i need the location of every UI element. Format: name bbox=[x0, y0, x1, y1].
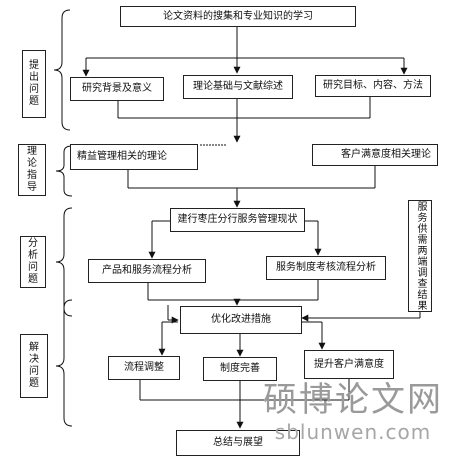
node-current-status: 建行枣庄分行服务管理现状 bbox=[170, 208, 305, 232]
node-product-flow: 产品和服务流程分析 bbox=[88, 259, 206, 283]
node-improvement-measures: 优化改进措施 bbox=[180, 306, 302, 334]
node-system-flow: 服务制度考核流程分析 bbox=[266, 256, 386, 280]
stage-label-propose: 提出问题 bbox=[22, 50, 46, 118]
node-theory-review: 理论基础与文献综述 bbox=[183, 75, 293, 99]
stage-label-theory: 理论指导 bbox=[18, 144, 46, 196]
node-lean-theory: 精益管理相关的理论 bbox=[70, 144, 198, 170]
watermark-title: 硕博论文网 bbox=[263, 380, 443, 420]
node-raise-satisfaction: 提升客户满意度 bbox=[304, 350, 394, 379]
stage-label-solve: 解决问题 bbox=[20, 334, 48, 398]
watermark-url: sblunwen.com bbox=[274, 420, 432, 444]
watermark: 硕博论文网 sblunwen.com bbox=[258, 380, 448, 444]
node-research-background: 研究背景及意义 bbox=[70, 77, 164, 101]
node-process-adjust: 流程调整 bbox=[108, 356, 180, 380]
node-system-improve: 制度完善 bbox=[203, 357, 277, 381]
brace-stage-2 bbox=[55, 145, 73, 197]
stage-label-analyze: 分析问题 bbox=[20, 236, 46, 288]
node-literature-study: 论文资料的搜集和专业知识的学习 bbox=[120, 6, 356, 27]
node-satisfaction-theory: 客户满意度相关理论 bbox=[312, 144, 438, 166]
node-survey-results: 服务供需两端调查结果 bbox=[408, 200, 432, 312]
node-research-goals: 研究目标、内容、方法 bbox=[315, 75, 431, 97]
brace-stage-4 bbox=[55, 299, 73, 427]
node-summary: 总结与展望 bbox=[176, 430, 300, 456]
brace-stage-1 bbox=[53, 9, 71, 131]
